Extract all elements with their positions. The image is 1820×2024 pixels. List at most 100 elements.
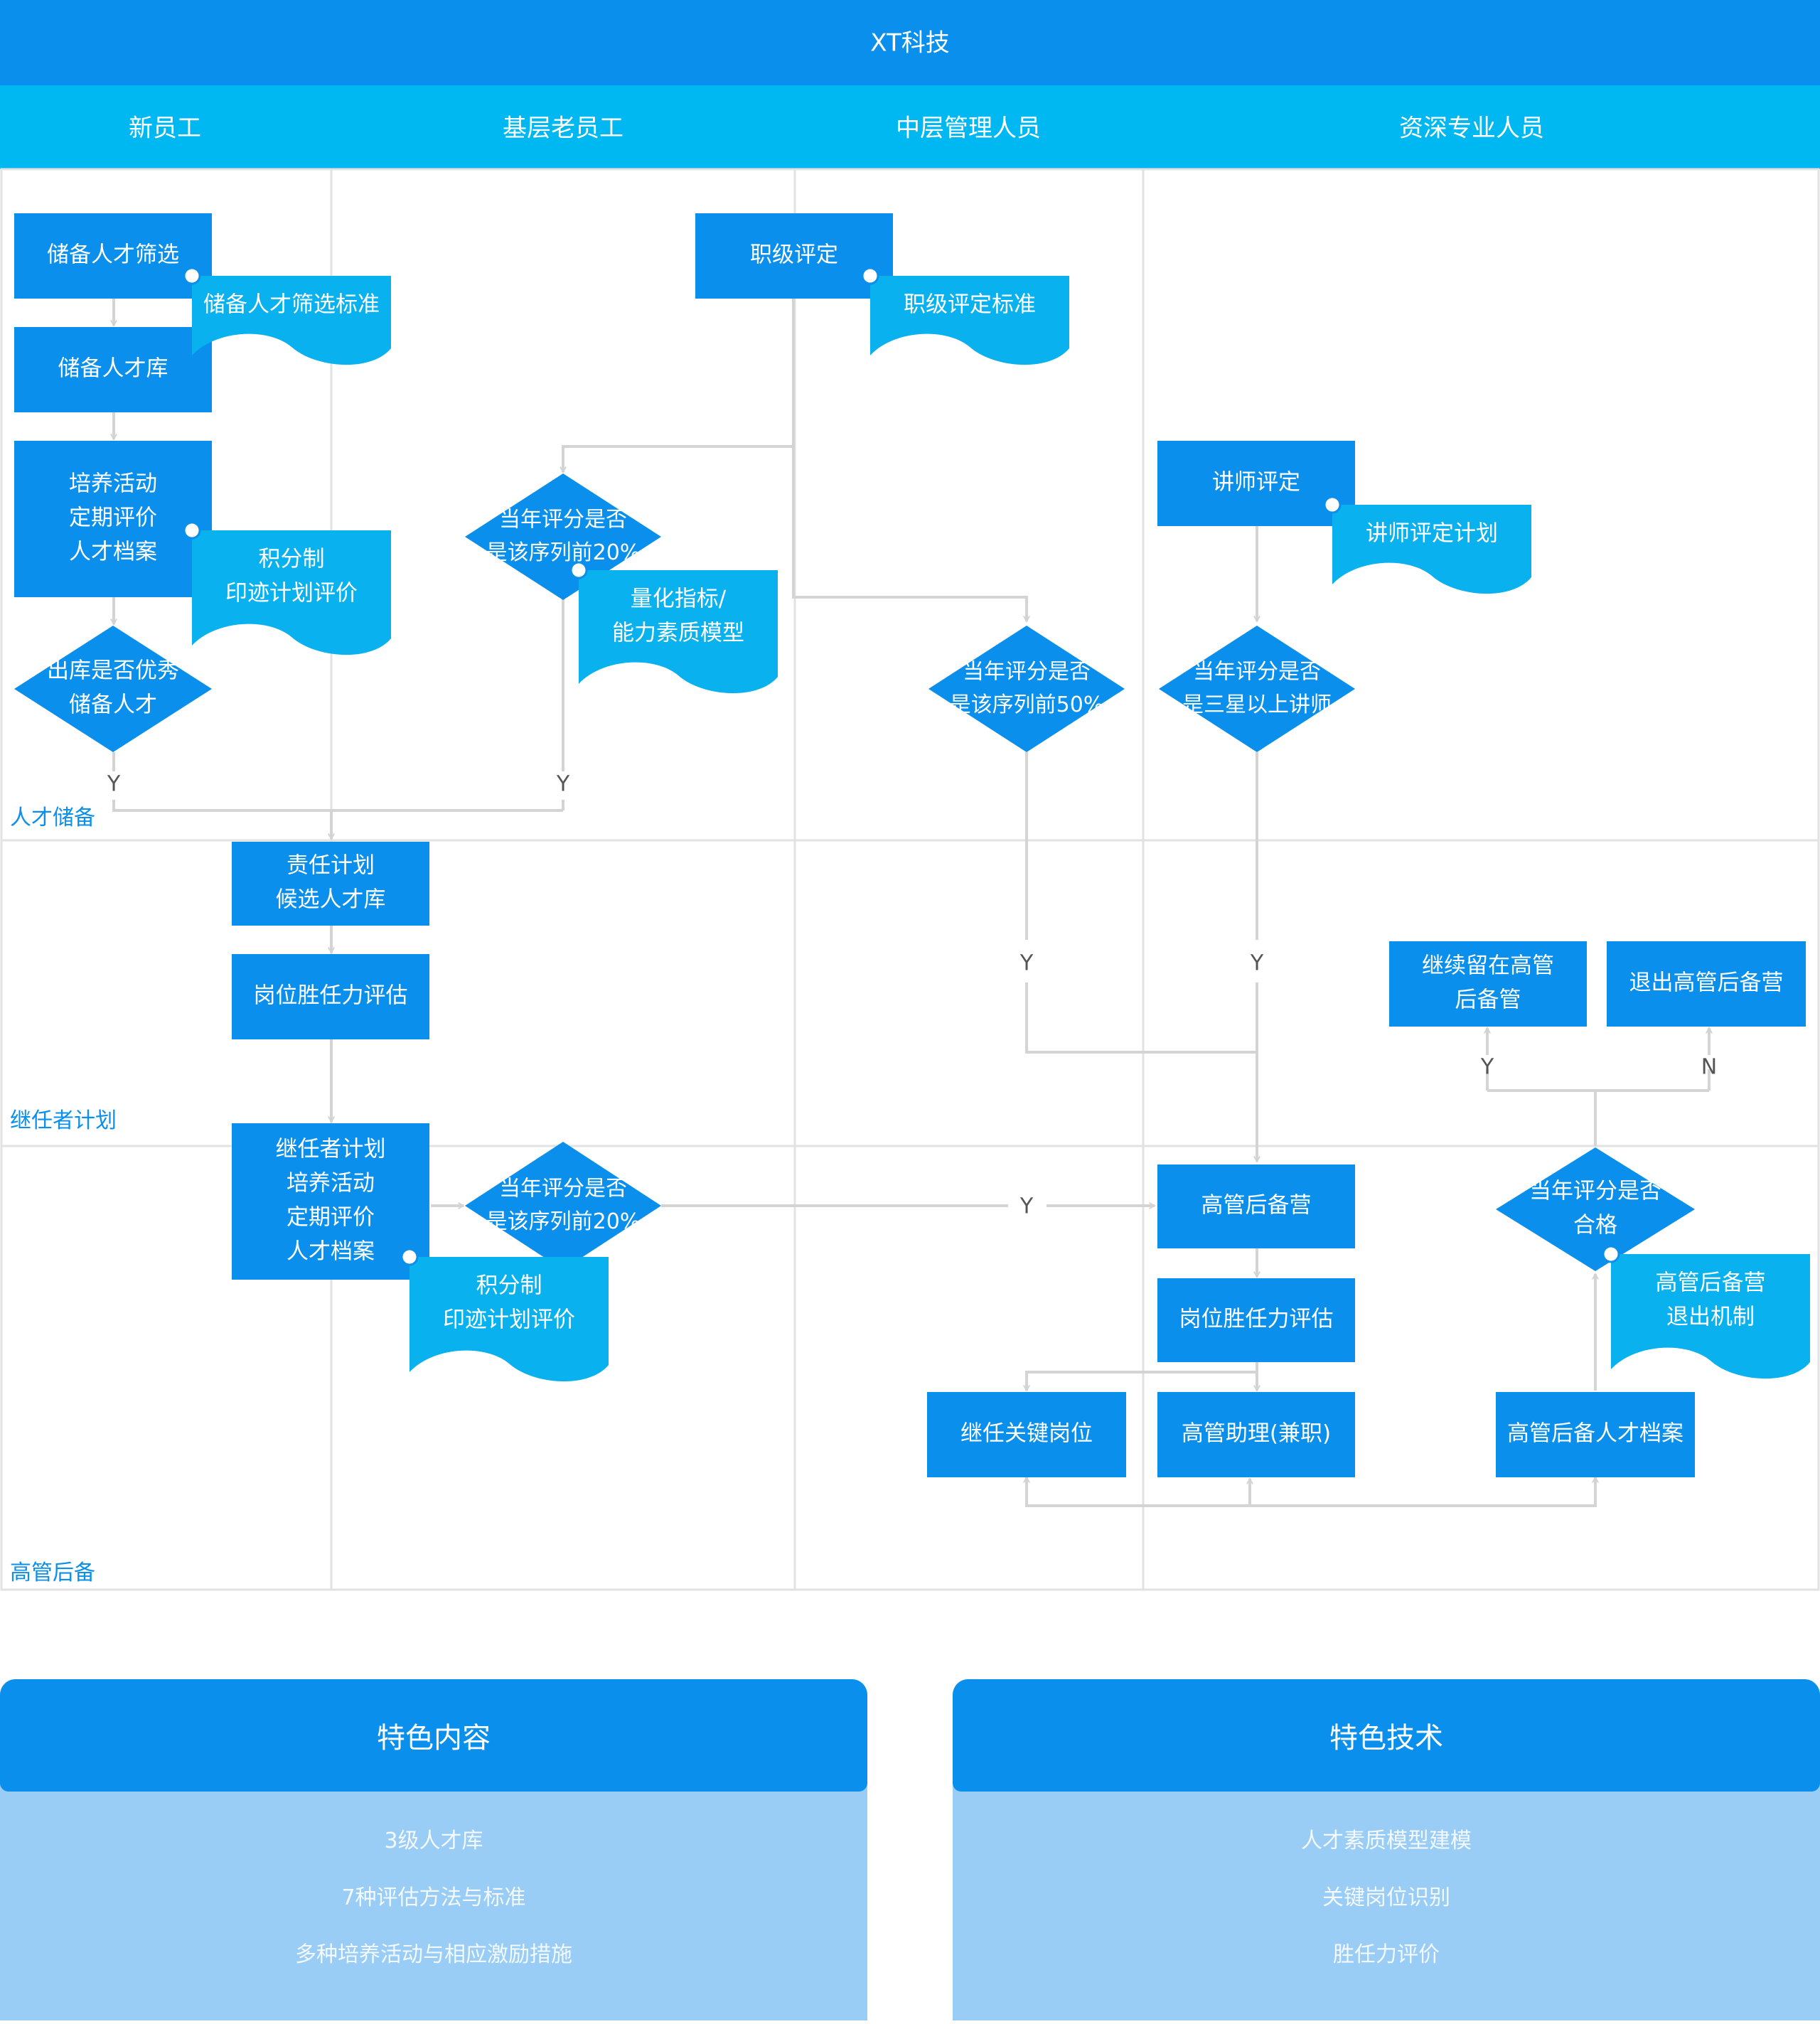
feature-card-content: 特色内容 3级人才库 7种评估方法与标准 多种培养活动与相应激励措施 (0, 1679, 867, 2020)
executive-competency-box-label: 岗位胜任力评估 (1179, 1307, 1334, 1332)
feature-item: 7种评估方法与标准 (341, 1885, 526, 1910)
feature-item: 多种培养活动与相应激励措施 (295, 1942, 572, 1967)
points-system-note-shape (192, 530, 391, 655)
column-header-junior-staff: 基层老员工 (503, 114, 623, 143)
attachment-dot (569, 561, 588, 579)
header-title: XT科技 (870, 29, 949, 58)
feature-item: 关键岗位识别 (1322, 1885, 1450, 1910)
exit-mechanism-note-label: 高管后备营 (1656, 1270, 1766, 1295)
successor-training-box-label: 人才档案 (287, 1239, 375, 1265)
key-position-box-shape (927, 1392, 1126, 1477)
points-system-note-label: 积分制 (259, 546, 325, 572)
executive-competency-box: 岗位胜任力评估 (1157, 1278, 1355, 1362)
column-header-bar (0, 85, 1820, 169)
feature-item: 胜任力评价 (1333, 1942, 1440, 1967)
rank-evaluation-box-shape (695, 213, 893, 299)
attachment-dot (1323, 496, 1342, 514)
successor-training-box-shape (232, 1123, 429, 1280)
qualified-decision-label: 合格 (1573, 1213, 1617, 1238)
attachment-dot (183, 267, 201, 285)
top20-decision-successor-label: 当年评分是否 (499, 1176, 627, 1201)
quantitative-model-note-shape (579, 570, 778, 694)
reserve-screening-box-shape (14, 213, 212, 299)
out-excellent-decision-label: 出库是否优秀 (47, 658, 179, 683)
band-label-succession-plan: 继任者计划 (10, 1108, 117, 1133)
rank-evaluation-box: 职级评定 (695, 213, 893, 299)
successor-points-note-shape (410, 1257, 609, 1382)
top50-decision-shape (928, 626, 1125, 752)
executive-assistant-box: 高管助理(兼职) (1157, 1392, 1355, 1477)
header-bar (0, 0, 1820, 85)
attachment-dot (1602, 1245, 1620, 1263)
exit-camp-box: 退出高管后备营 (1607, 941, 1806, 1027)
stay-in-camp-box-label: 后备管 (1455, 987, 1521, 1013)
edge-labels: Y Y Y Y Y Y N (100, 771, 1717, 1220)
qualified-decision-shape (1496, 1147, 1695, 1271)
reserve-screening-box-label: 储备人才筛选 (47, 242, 179, 268)
rank-evaluation-box-label: 职级评定 (750, 242, 838, 268)
top50-decision-label: 当年评分是否 (963, 659, 1091, 684)
executive-assistant-box-shape (1157, 1392, 1355, 1477)
top20-decision-successor-label: 是该序列前20% (486, 1209, 641, 1234)
reserve-pool-box-label: 储备人才库 (58, 356, 168, 382)
training-activities-box-label: 人才档案 (69, 540, 157, 565)
successor-points-note-label: 印迹计划评价 (443, 1307, 575, 1333)
top20-decision-successor-shape (465, 1142, 661, 1270)
column-header-middle-managers: 中层管理人员 (896, 114, 1041, 143)
exit-camp-box-shape (1607, 941, 1806, 1027)
feature-card-tech-list: 人才素质模型建模 关键岗位识别 胜任力评价 (953, 1792, 1820, 1983)
reserve-screening-standard-note-label: 储备人才筛选标准 (203, 292, 380, 318)
edge-label-no: N (1701, 1055, 1717, 1080)
band-label-talent-reserve: 人才储备 (10, 805, 95, 830)
successor-training-box-label: 定期评价 (287, 1205, 375, 1231)
three-star-lecturer-decision-label: 当年评分是否 (1193, 659, 1321, 684)
training-activities-box-shape (14, 441, 212, 597)
points-system-note-label: 印迹计划评价 (225, 581, 358, 606)
successor-training-box-label: 继任者计划 (276, 1136, 386, 1162)
attachment-dot (861, 267, 879, 285)
top20-decision-junior-label: 当年评分是否 (499, 507, 627, 532)
connector (563, 299, 795, 472)
successor-training-box-label: 培养活动 (287, 1170, 375, 1196)
responsibility-plan-box-shape (232, 842, 429, 926)
lecturer-evaluation-box-shape (1157, 441, 1355, 526)
rank-evaluation-standard-note-label: 职级评定标准 (904, 292, 1036, 318)
executive-archive-box: 高管后备人才档案 (1496, 1392, 1695, 1477)
executive-archive-box-label: 高管后备人才档案 (1507, 1421, 1684, 1447)
rank-evaluation-standard-note-shape (870, 276, 1069, 365)
feature-card-tech: 特色技术 人才素质模型建模 关键岗位识别 胜任力评价 (953, 1679, 1820, 2020)
top50-decision-label: 是该序列前50% (950, 692, 1104, 717)
lecturer-evaluation-box: 讲师评定 (1157, 441, 1355, 526)
executive-archive-box-shape (1496, 1392, 1695, 1477)
flow-nodes: 储备人才筛选储备人才库培养活动定期评价人才档案出库是否优秀储备人才职级评定当年评… (14, 213, 1810, 1477)
attachment-dot (183, 521, 201, 540)
edge-label-yes: Y (107, 772, 121, 797)
training-activities-box-label: 定期评价 (69, 505, 157, 531)
attachment-dot (400, 1248, 419, 1266)
reserve-screening-box: 储备人才筛选 (14, 213, 212, 299)
reserve-pool-box-shape (14, 327, 212, 412)
feature-item: 人才素质模型建模 (1301, 1828, 1472, 1853)
lecturer-evaluation-box-label: 讲师评定 (1212, 470, 1300, 496)
executive-camp-box: 高管后备营 (1157, 1164, 1355, 1248)
feature-card-tech-title: 特色技术 (953, 1679, 1820, 1792)
executive-camp-box-label: 高管后备营 (1201, 1193, 1312, 1219)
successor-points-note-label: 积分制 (476, 1273, 542, 1298)
qualified-decision-label: 当年评分是否 (1529, 1178, 1661, 1204)
feature-card-content-list: 3级人才库 7种评估方法与标准 多种培养活动与相应激励措施 (0, 1792, 867, 1983)
edge-label-yes: Y (1250, 951, 1264, 976)
key-position-box: 继任关键岗位 (927, 1392, 1126, 1477)
edge-label-yes: Y (556, 772, 570, 797)
connector (1025, 982, 1257, 1054)
